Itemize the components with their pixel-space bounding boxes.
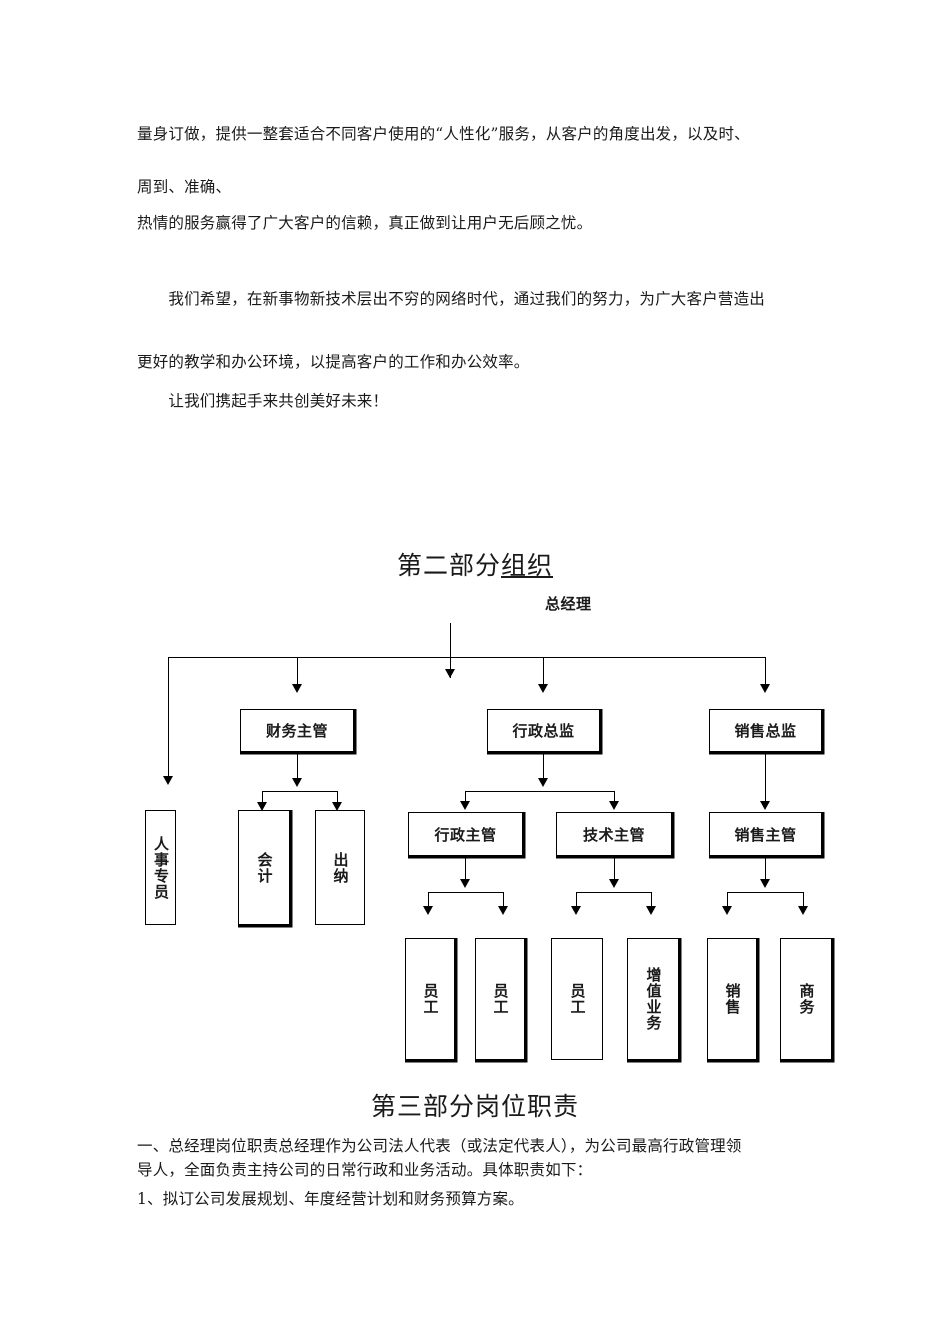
paragraph-5: 更好的教学和办公环境，以提高客户的工作和办公效率。 xyxy=(137,353,530,371)
org-box-label: 销售总监 xyxy=(734,722,797,740)
org-box-label: 员工 xyxy=(568,983,587,1015)
arrow-drop-admin-supervisor xyxy=(460,801,470,810)
arrow-drop-tech-supervisor xyxy=(609,801,619,810)
arrow-drop-sales xyxy=(760,684,770,693)
connector-drop-business-staff xyxy=(803,892,804,912)
heading-prefix: 第二部分 xyxy=(396,551,501,580)
closing-paragraph-2: 导人，全面负责主持公司的日常行政和业务活动。具体职责如下： xyxy=(137,1161,593,1179)
arrow-drop-staff-1 xyxy=(423,906,433,915)
org-box-label: 出纳 xyxy=(331,851,350,884)
org-box-sales-director: 销售总监 xyxy=(709,709,822,752)
connector-tech-sup-bus xyxy=(576,892,651,893)
section-heading-part-two: 第二部分组织 xyxy=(0,546,950,582)
connector-admin-bus xyxy=(465,791,614,792)
arrow-admin-sup-stem xyxy=(460,879,470,888)
connector-main-bus xyxy=(168,657,765,658)
closing-paragraph-1: 一、总经理岗位职责总经理作为公司法人代表（或法定代表人），为公司最高行政管理领 xyxy=(137,1137,742,1155)
org-box-finance-director: 财务主管 xyxy=(240,709,354,752)
org-box-label: 员工 xyxy=(421,983,440,1015)
arrow-sales-sup-stem xyxy=(760,879,770,888)
closing-paragraph-3: 1、拟订公司发展规划、年度经营计划和财务预算方案。 xyxy=(137,1190,524,1208)
org-box-cashier: 出纳 xyxy=(315,810,365,925)
org-box-label: 会计 xyxy=(255,851,274,884)
org-box-label: 人事专员 xyxy=(152,835,170,900)
connector-drop-accountant xyxy=(262,791,263,808)
org-box-hr-specialist: 人事专员 xyxy=(145,810,176,925)
paragraph-1: 量身订做，提供一整套适合不同客户使用的“人性化”服务，从客户的角度出发，以及时、 xyxy=(137,125,750,143)
arrow-drop-staff-3 xyxy=(571,906,581,915)
org-box-business-staff: 商务 xyxy=(780,938,832,1060)
org-box-label: 员工 xyxy=(491,983,510,1015)
arrow-drop-hr xyxy=(163,776,173,785)
arrow-sales-stem xyxy=(760,801,770,810)
arrow-drop-cashier xyxy=(332,802,342,811)
connector-drop-staff-3 xyxy=(576,892,577,912)
org-box-tech-supervisor: 技术主管 xyxy=(556,812,672,856)
connector-sales-sup-bus xyxy=(727,892,803,893)
connector-finance-bus xyxy=(262,791,337,792)
paragraph-6: 让我们携起手来共创美好未来！ xyxy=(137,392,389,410)
connector-admin-sup-bus xyxy=(428,892,503,893)
org-box-label: 商务 xyxy=(797,983,816,1015)
arrow-drop-business-staff xyxy=(798,906,808,915)
connector-drop-admin-supervisor xyxy=(465,791,466,806)
heading-underlined-text: 组织 xyxy=(501,551,554,580)
org-box-staff-2: 员工 xyxy=(475,938,525,1060)
organization-chart: 总经理 财务主管 行政总监 销售总监 xyxy=(0,580,950,1070)
org-box-staff-3: 员工 xyxy=(551,938,603,1060)
connector-drop-sales xyxy=(765,657,766,689)
connector-drop-staff-1 xyxy=(428,892,429,912)
arrow-drop-sales-staff xyxy=(722,906,732,915)
org-box-admin-supervisor: 行政主管 xyxy=(408,812,523,856)
paragraph-4: 我们希望，在新事物新技术层出不穷的网络时代，通过我们的努力，为广大客户营造出 xyxy=(137,290,766,308)
arrow-drop-value-added xyxy=(646,906,656,915)
org-box-label: 财务主管 xyxy=(265,722,328,740)
arrow-tech-sup-stem xyxy=(609,879,619,888)
connector-sales-stem xyxy=(765,752,766,802)
connector-drop-value-added xyxy=(651,892,652,912)
connector-drop-sales-staff xyxy=(727,892,728,912)
org-box-staff-1: 员工 xyxy=(405,938,455,1060)
paragraph-2: 周到、准确、 xyxy=(137,178,232,196)
arrow-finance-stem xyxy=(292,778,302,787)
connector-admin-sup-stem xyxy=(465,856,466,885)
connector-drop-admin xyxy=(543,657,544,689)
org-box-sales-staff: 销售 xyxy=(707,938,757,1060)
org-box-label: 增值业务 xyxy=(644,967,663,1031)
arrow-drop-admin xyxy=(538,684,548,693)
org-box-sales-supervisor: 销售主管 xyxy=(709,812,822,856)
connector-tech-sup-stem xyxy=(614,856,615,885)
org-box-value-added-business: 增值业务 xyxy=(627,938,679,1060)
org-root-label: 总经理 xyxy=(545,595,592,613)
connector-drop-staff-2 xyxy=(503,892,504,912)
org-box-accountant: 会计 xyxy=(238,810,290,925)
org-box-label: 销售 xyxy=(723,983,742,1015)
arrow-drop-staff-2 xyxy=(498,906,508,915)
connector-drop-cashier xyxy=(337,791,338,808)
org-box-label: 行政主管 xyxy=(434,825,497,844)
org-box-label: 销售主管 xyxy=(734,825,797,844)
connector-finance-stem xyxy=(297,752,298,785)
org-box-label: 行政总监 xyxy=(512,722,575,740)
section-heading-part-three: 第三部分岗位职责 xyxy=(370,1092,579,1121)
org-box-label: 技术主管 xyxy=(582,825,645,844)
org-box-admin-director: 行政总监 xyxy=(487,709,600,752)
connector-admin-stem xyxy=(543,752,544,785)
connector-drop-finance xyxy=(297,657,298,689)
arrow-drop-accountant xyxy=(257,802,267,811)
connector-drop-hr xyxy=(168,657,169,779)
paragraph-3: 热情的服务赢得了广大客户的信赖，真正做到让用户无后顾之忧。 xyxy=(137,214,593,232)
connector-drop-tech-supervisor xyxy=(614,791,615,806)
arrow-admin-stem xyxy=(538,778,548,787)
connector-root-stem xyxy=(450,623,451,678)
arrow-root-stem xyxy=(445,669,455,678)
connector-sales-sup-stem xyxy=(765,856,766,885)
arrow-drop-finance xyxy=(292,684,302,693)
